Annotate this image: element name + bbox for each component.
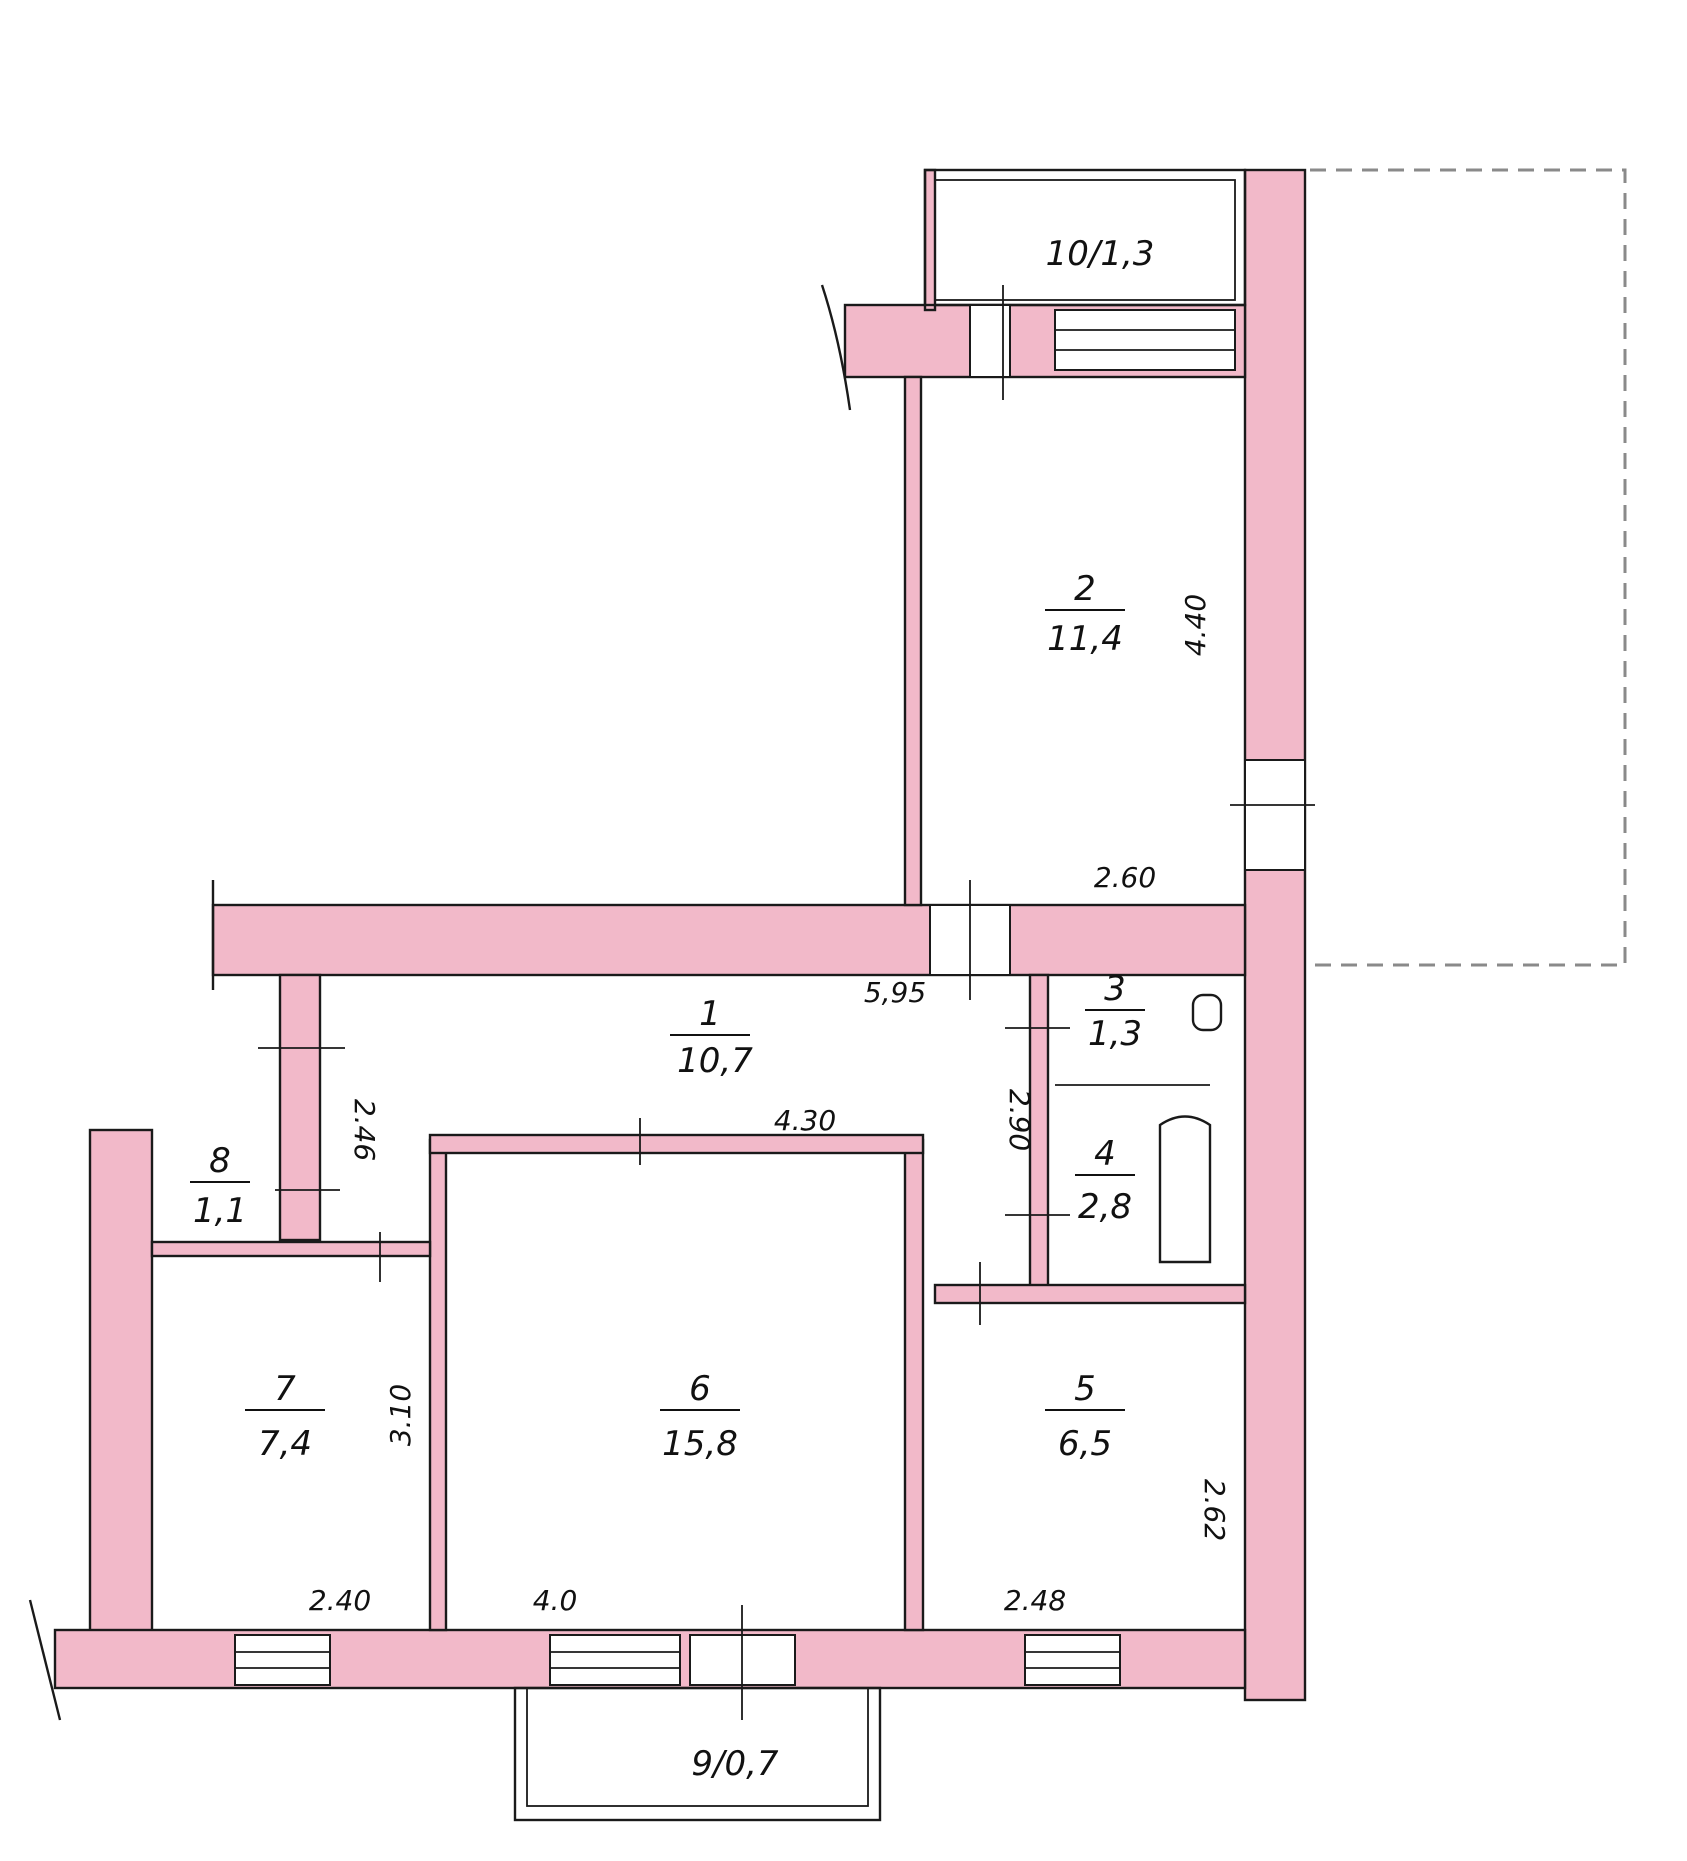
walls [53, 168, 1307, 1702]
room-8-label: 8 1,1 [190, 1141, 250, 1231]
svg-text:10,7: 10,7 [677, 1041, 753, 1081]
dimension-room8-height: 2.46 [348, 1099, 381, 1161]
room-2-label: 2 11,4 [1045, 569, 1125, 659]
room-7-label: 7 7,4 [245, 1369, 325, 1464]
room-1-label: 1 10,7 [670, 994, 753, 1081]
svg-text:5: 5 [1074, 1369, 1096, 1409]
svg-text:7,4: 7,4 [258, 1424, 312, 1464]
svg-text:2: 2 [1074, 569, 1096, 609]
dimension-room7-height: 3.10 [384, 1384, 417, 1446]
svg-text:3: 3 [1104, 969, 1126, 1009]
wall-room6-right [903, 1138, 925, 1632]
window-room2 [1054, 309, 1236, 371]
dimension-room6-width: 4.0 [533, 1584, 578, 1617]
dimension-room5-width: 2.48 [1004, 1584, 1066, 1617]
svg-text:7: 7 [274, 1369, 296, 1409]
wall-room6-top [428, 1133, 925, 1155]
wall-left-outer [88, 1128, 154, 1687]
svg-text:6: 6 [689, 1369, 711, 1409]
bathtub [1158, 1115, 1212, 1264]
balcony-10-outline [923, 168, 1247, 307]
svg-text:2,8: 2,8 [1078, 1187, 1132, 1227]
balcony-9-inner [526, 1687, 869, 1807]
room-6-label: 6 15,8 [660, 1369, 740, 1464]
window-room5 [1024, 1634, 1121, 1686]
toilet-icon [1191, 993, 1223, 1032]
dimension-bath-height: 2.90 [1003, 1089, 1036, 1151]
room-5-label: 5 6,5 [1045, 1369, 1125, 1464]
wall-balcony10-left [923, 168, 937, 312]
svg-text:4: 4 [1094, 1134, 1116, 1174]
wall-room2-left [903, 375, 923, 907]
dimension-room7-width: 2.40 [309, 1584, 371, 1617]
svg-text:1,1: 1,1 [193, 1191, 247, 1231]
svg-text:15,8: 15,8 [662, 1424, 738, 1464]
extension-outline [1300, 168, 1627, 967]
wall-middle-horizontal [211, 903, 1247, 977]
room-3-label: 3 1,3 [1085, 969, 1145, 1054]
cut-wall-left-bottom [28, 1599, 62, 1721]
window-room7 [234, 1634, 331, 1686]
balcony-9-label: 9/0,7 [691, 1744, 779, 1784]
wall-room8-right [278, 973, 322, 1242]
door-balcony10 [969, 304, 1011, 378]
window-room2-side [1244, 759, 1306, 871]
dimension-corridor-width: 5,95 [864, 976, 926, 1009]
window-room6 [549, 1634, 681, 1686]
door-ticks [258, 1027, 1070, 1325]
dimension-room2-width: 2.60 [1094, 861, 1156, 894]
wall-room8-bottom [150, 1240, 432, 1258]
wall-right-outer [1243, 168, 1307, 1702]
svg-text:1,3: 1,3 [1088, 1014, 1142, 1054]
dimension-room5-height: 2.62 [1198, 1479, 1231, 1541]
svg-text:1: 1 [699, 994, 721, 1034]
room-4-label: 4 2,8 [1075, 1134, 1135, 1227]
wall-room4-bottom [933, 1283, 1247, 1305]
svg-text:11,4: 11,4 [1047, 619, 1123, 659]
svg-text:8: 8 [209, 1141, 231, 1181]
dimension-room2-height: 4.40 [1179, 594, 1212, 656]
wall-room6-left [428, 1138, 448, 1632]
balcony-10-label: 10/1,3 [1046, 234, 1155, 274]
svg-text:6,5: 6,5 [1058, 1424, 1112, 1464]
balcony-10-inner [934, 179, 1236, 301]
windows [234, 285, 1315, 1720]
dimension-room6-top: 4.30 [774, 1104, 836, 1137]
cut-wall-top [820, 284, 852, 411]
